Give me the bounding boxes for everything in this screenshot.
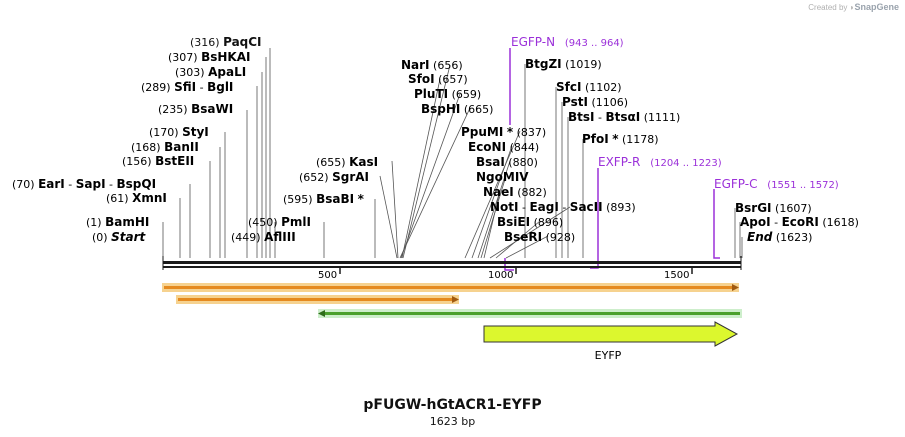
snapgene-logo-icon: ◗ [849, 3, 855, 12]
site-bsphi: BspHI (665) [421, 102, 493, 116]
site-ecoli: EcoNI (844) [468, 140, 539, 154]
site-apali: (303) ApaLI [175, 65, 246, 79]
ruler-tick-1000: 1000 [488, 270, 513, 281]
green-feature-arrow [325, 312, 740, 315]
site-ppumi: PpuMI * (837) [461, 125, 546, 139]
site-start: (0) Start [92, 230, 146, 244]
site-bsiei: BsiEI (896) [497, 215, 563, 229]
site-paqci: (316) PaqCI [190, 35, 262, 49]
site-end: End (1623) [747, 230, 812, 244]
primer-egfp-n: EGFP-N (943 .. 964) [511, 35, 624, 49]
site-kasi: (655) KasI [316, 155, 378, 169]
credit-prefix: Created by [808, 3, 848, 12]
primer-egfp-c: EGFP-C (1551 .. 1572) [714, 177, 839, 191]
site-noti-eagi-sacii: NotI - EagI - SacII (893) [490, 200, 636, 214]
site-leader-lines [162, 48, 743, 259]
site-bsabi: (595) BsaBI * [283, 192, 365, 206]
site-pmli: (450) PmlI [248, 215, 311, 229]
orange-feature-arrow-2 [178, 298, 452, 301]
site-pfoi: PfoI * (1178) [582, 132, 659, 146]
site-bsai: BsaI (880) [476, 155, 538, 169]
site-bseri: BseRI (928) [504, 230, 575, 244]
site-sfii-bgli: (289) SfiI - BglI [141, 80, 233, 94]
dna-backbone [162, 256, 742, 270]
snapgene-credit: Created by ◗SnapGene [808, 2, 899, 12]
eyfp-label: EYFP [595, 349, 622, 362]
site-bamhi: (1) BamHI [86, 215, 149, 229]
feature-arrows: EYFP [162, 283, 742, 362]
site-ngomiv: NgoMIV [476, 170, 529, 184]
site-sfoi: SfoI (657) [408, 72, 468, 86]
site-eari-sapi-bspqi: (70) EarI - SapI - BspQI [12, 177, 156, 191]
site-bsteii: (156) BstEII [122, 154, 194, 168]
site-bshkai: (307) BsHKAI [168, 50, 250, 64]
primer-exfp-r: EXFP-R (1204 .. 1223) [598, 155, 722, 169]
ruler: 500 1000 1500 [318, 266, 693, 281]
orange-feature-arrow-1 [164, 286, 732, 289]
site-labels: (316) PaqCI (307) BsHKAI (303) ApaLI (28… [12, 35, 859, 244]
site-pluti: PluTI (659) [414, 87, 481, 101]
credit-brand: SnapGene [854, 2, 899, 12]
site-sgrai: (652) SgrAI [299, 170, 369, 184]
plasmid-length: 1623 bp [429, 415, 476, 428]
primer-labels: EGFP-N (943 .. 964) EXFP-R (1204 .. 1223… [511, 35, 839, 191]
site-btgzi: BtgZI (1019) [525, 57, 602, 71]
site-bsawi: (235) BsaWI [158, 102, 233, 116]
site-afliii: (449) AflIII [231, 230, 296, 244]
plasmid-title: pFUGW-hGtACR1-EYFP [363, 397, 542, 413]
site-sfci: SfcI (1102) [556, 80, 622, 94]
site-styi: (170) StyI [149, 125, 209, 139]
ruler-tick-500: 500 [318, 270, 337, 281]
site-xmni: (61) XmnI [106, 191, 167, 205]
site-btsi: BtsI - BtsαI (1111) [568, 110, 680, 124]
site-nari: NarI (656) [401, 58, 463, 72]
ruler-tick-1500: 1500 [664, 270, 689, 281]
site-psti: PstI (1106) [562, 95, 628, 109]
eyfp-feature-arrow [483, 321, 739, 347]
site-apoi-ecori: ApoI - EcoRI (1618) [740, 215, 859, 229]
site-banii: (168) BanII [131, 140, 199, 154]
site-naei: NaeI (882) [483, 185, 547, 199]
site-bsrgi: BsrGI (1607) [735, 201, 812, 215]
